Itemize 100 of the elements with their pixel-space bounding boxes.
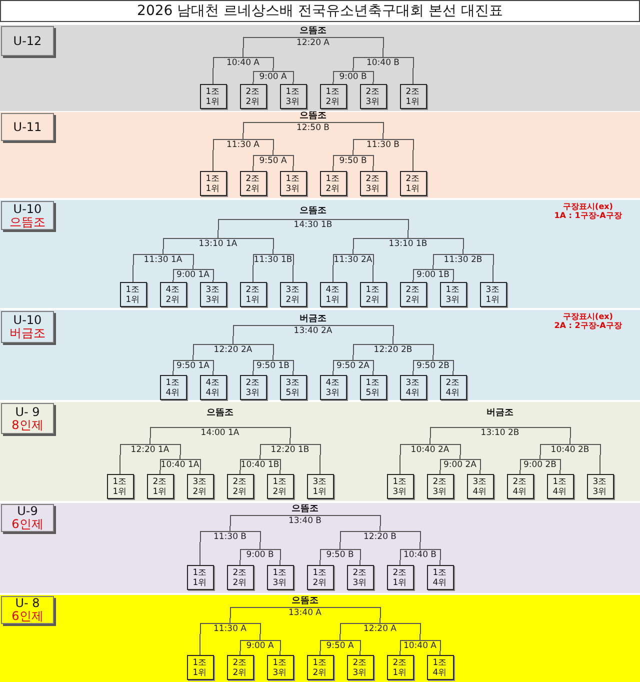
- match-bracket: 10:40 1A: [160, 459, 200, 470]
- match-bracket: 9:50 B: [332, 155, 374, 166]
- division-label: 버금조: [10, 327, 46, 340]
- group-heading: 버금조: [300, 314, 326, 324]
- section-band: [0, 112, 640, 198]
- age-group-label: U-10: [13, 314, 42, 327]
- match-bracket: 9:00 B: [240, 549, 280, 560]
- team-slot: 2조 3위: [346, 565, 374, 590]
- match-bracket: 13:10 1A: [162, 238, 274, 249]
- team-slot: 3조 2위: [186, 474, 214, 499]
- section-band: [0, 200, 640, 308]
- match-bracket: 12:20 1A: [120, 444, 180, 455]
- match-bracket: 10:40 B: [352, 57, 414, 68]
- age-group-label: U-12: [13, 34, 42, 48]
- bracket-line: [272, 354, 274, 360]
- team-slot: 1조 4위: [160, 375, 186, 400]
- bracket-line: [252, 166, 254, 172]
- group-heading: 으뜸조: [206, 408, 234, 418]
- match-bracket: 11:30 B: [200, 531, 260, 542]
- match-bracket: 9:00 1B: [412, 269, 454, 280]
- match-bracket: 13:40 A: [230, 607, 380, 618]
- match-bracket: 9:50 1A: [172, 360, 214, 371]
- bracket-line: [392, 336, 394, 344]
- bracket-line: [252, 264, 254, 282]
- match-bracket: 10:40 1B: [240, 459, 280, 470]
- age-group-label: U-10: [13, 202, 42, 216]
- age-group-label: U-9: [17, 505, 38, 518]
- match-bracket: 10:40 2B: [540, 444, 600, 455]
- match-bracket: 10:40 2A: [400, 444, 460, 455]
- match-bracket: 9:50 2A: [332, 360, 374, 371]
- match-bracket: 13:10 2B: [430, 427, 570, 438]
- team-slot: 1조 2위: [306, 565, 334, 590]
- field-note: 구장표시(ex): [563, 312, 613, 321]
- bracket-line: [242, 132, 244, 140]
- team-slot: 1조 3위: [266, 565, 294, 590]
- match-bracket: 11:30 A: [212, 139, 274, 150]
- bracket-line: [272, 248, 274, 254]
- team-slot: 2조 2위: [226, 474, 254, 499]
- bracket-line: [252, 370, 254, 376]
- age-group-label: U-11: [13, 120, 42, 134]
- bracket-line: [452, 370, 454, 376]
- bracket-line: [352, 354, 354, 360]
- bracket-line: [412, 370, 414, 376]
- match-bracket: 9:00 2A: [440, 459, 480, 470]
- section-band: [0, 402, 640, 501]
- team-slot: 1조 1위: [200, 84, 226, 109]
- match-bracket: 9:00 A: [252, 71, 294, 82]
- field-note: 2A : 2구장-A구장: [554, 321, 622, 330]
- bracket-line: [332, 264, 334, 282]
- group-heading: 버금조: [486, 408, 514, 418]
- match-bracket: 12:20 2A: [192, 344, 274, 355]
- bracket-line: [332, 370, 334, 376]
- team-slot: 2조 1위: [400, 84, 426, 109]
- team-slot: 1조 2위: [306, 655, 334, 680]
- match-bracket: 9:00 B: [332, 71, 374, 82]
- match-bracket: 9:50 A: [320, 640, 360, 651]
- bracket-line: [352, 68, 354, 72]
- group-heading: 으뜸조: [300, 206, 326, 216]
- bracket-line: [332, 82, 334, 84]
- bracket-line: [432, 354, 434, 360]
- team-slot: 3조 5위: [280, 375, 306, 400]
- match-bracket: 10:40 A: [400, 640, 440, 651]
- bracket-line: [292, 82, 294, 84]
- match-bracket: 10:40 B: [400, 549, 440, 560]
- bracket-line: [452, 280, 454, 282]
- team-slot: 2조 2위: [226, 655, 254, 680]
- age-group-label: U- 9: [15, 406, 40, 418]
- match-bracket: 9:50 A: [252, 155, 294, 166]
- team-slot: 1조 4위: [426, 655, 454, 680]
- field-note: 1A : 1구장-A구장: [554, 211, 622, 220]
- team-slot: 2조 4위: [440, 375, 466, 400]
- bracket-line: [212, 370, 214, 376]
- team-slot: 1조 2위: [320, 171, 346, 196]
- bracket-line: [272, 68, 274, 72]
- bracket-line: [242, 48, 244, 58]
- match-bracket: 13:40 B: [230, 515, 380, 526]
- bracket-line: [172, 370, 174, 376]
- group-heading: 으뜸조: [300, 26, 326, 36]
- team-slot: 1조 3위: [440, 282, 466, 307]
- team-slot: 3조 3위: [200, 282, 226, 307]
- section-band: [0, 25, 640, 111]
- match-bracket: 12:20 A: [242, 37, 384, 48]
- team-slot: 1조 1위: [186, 565, 214, 590]
- team-slot: 1조 3위: [280, 171, 306, 196]
- bracket-line: [412, 68, 414, 84]
- match-bracket: 12:20 B: [340, 531, 420, 542]
- bracket-line: [382, 48, 384, 58]
- bracket-line: [212, 280, 214, 282]
- bracket-line: [372, 370, 374, 376]
- group-heading: 으뜸조: [292, 596, 318, 606]
- bracket-line: [382, 132, 384, 140]
- match-bracket: 13:10 1B: [352, 238, 464, 249]
- team-slot: 2조 2위: [226, 565, 254, 590]
- team-slot: 1조 1위: [106, 474, 134, 499]
- team-slot: 2조 3위: [240, 375, 266, 400]
- section-band: [0, 310, 640, 400]
- division-label: 으뜸조: [10, 216, 46, 228]
- team-slot: 1조 4위: [546, 474, 574, 499]
- division-label: 6인제: [12, 518, 44, 531]
- team-slot: 3조 1위: [480, 282, 506, 307]
